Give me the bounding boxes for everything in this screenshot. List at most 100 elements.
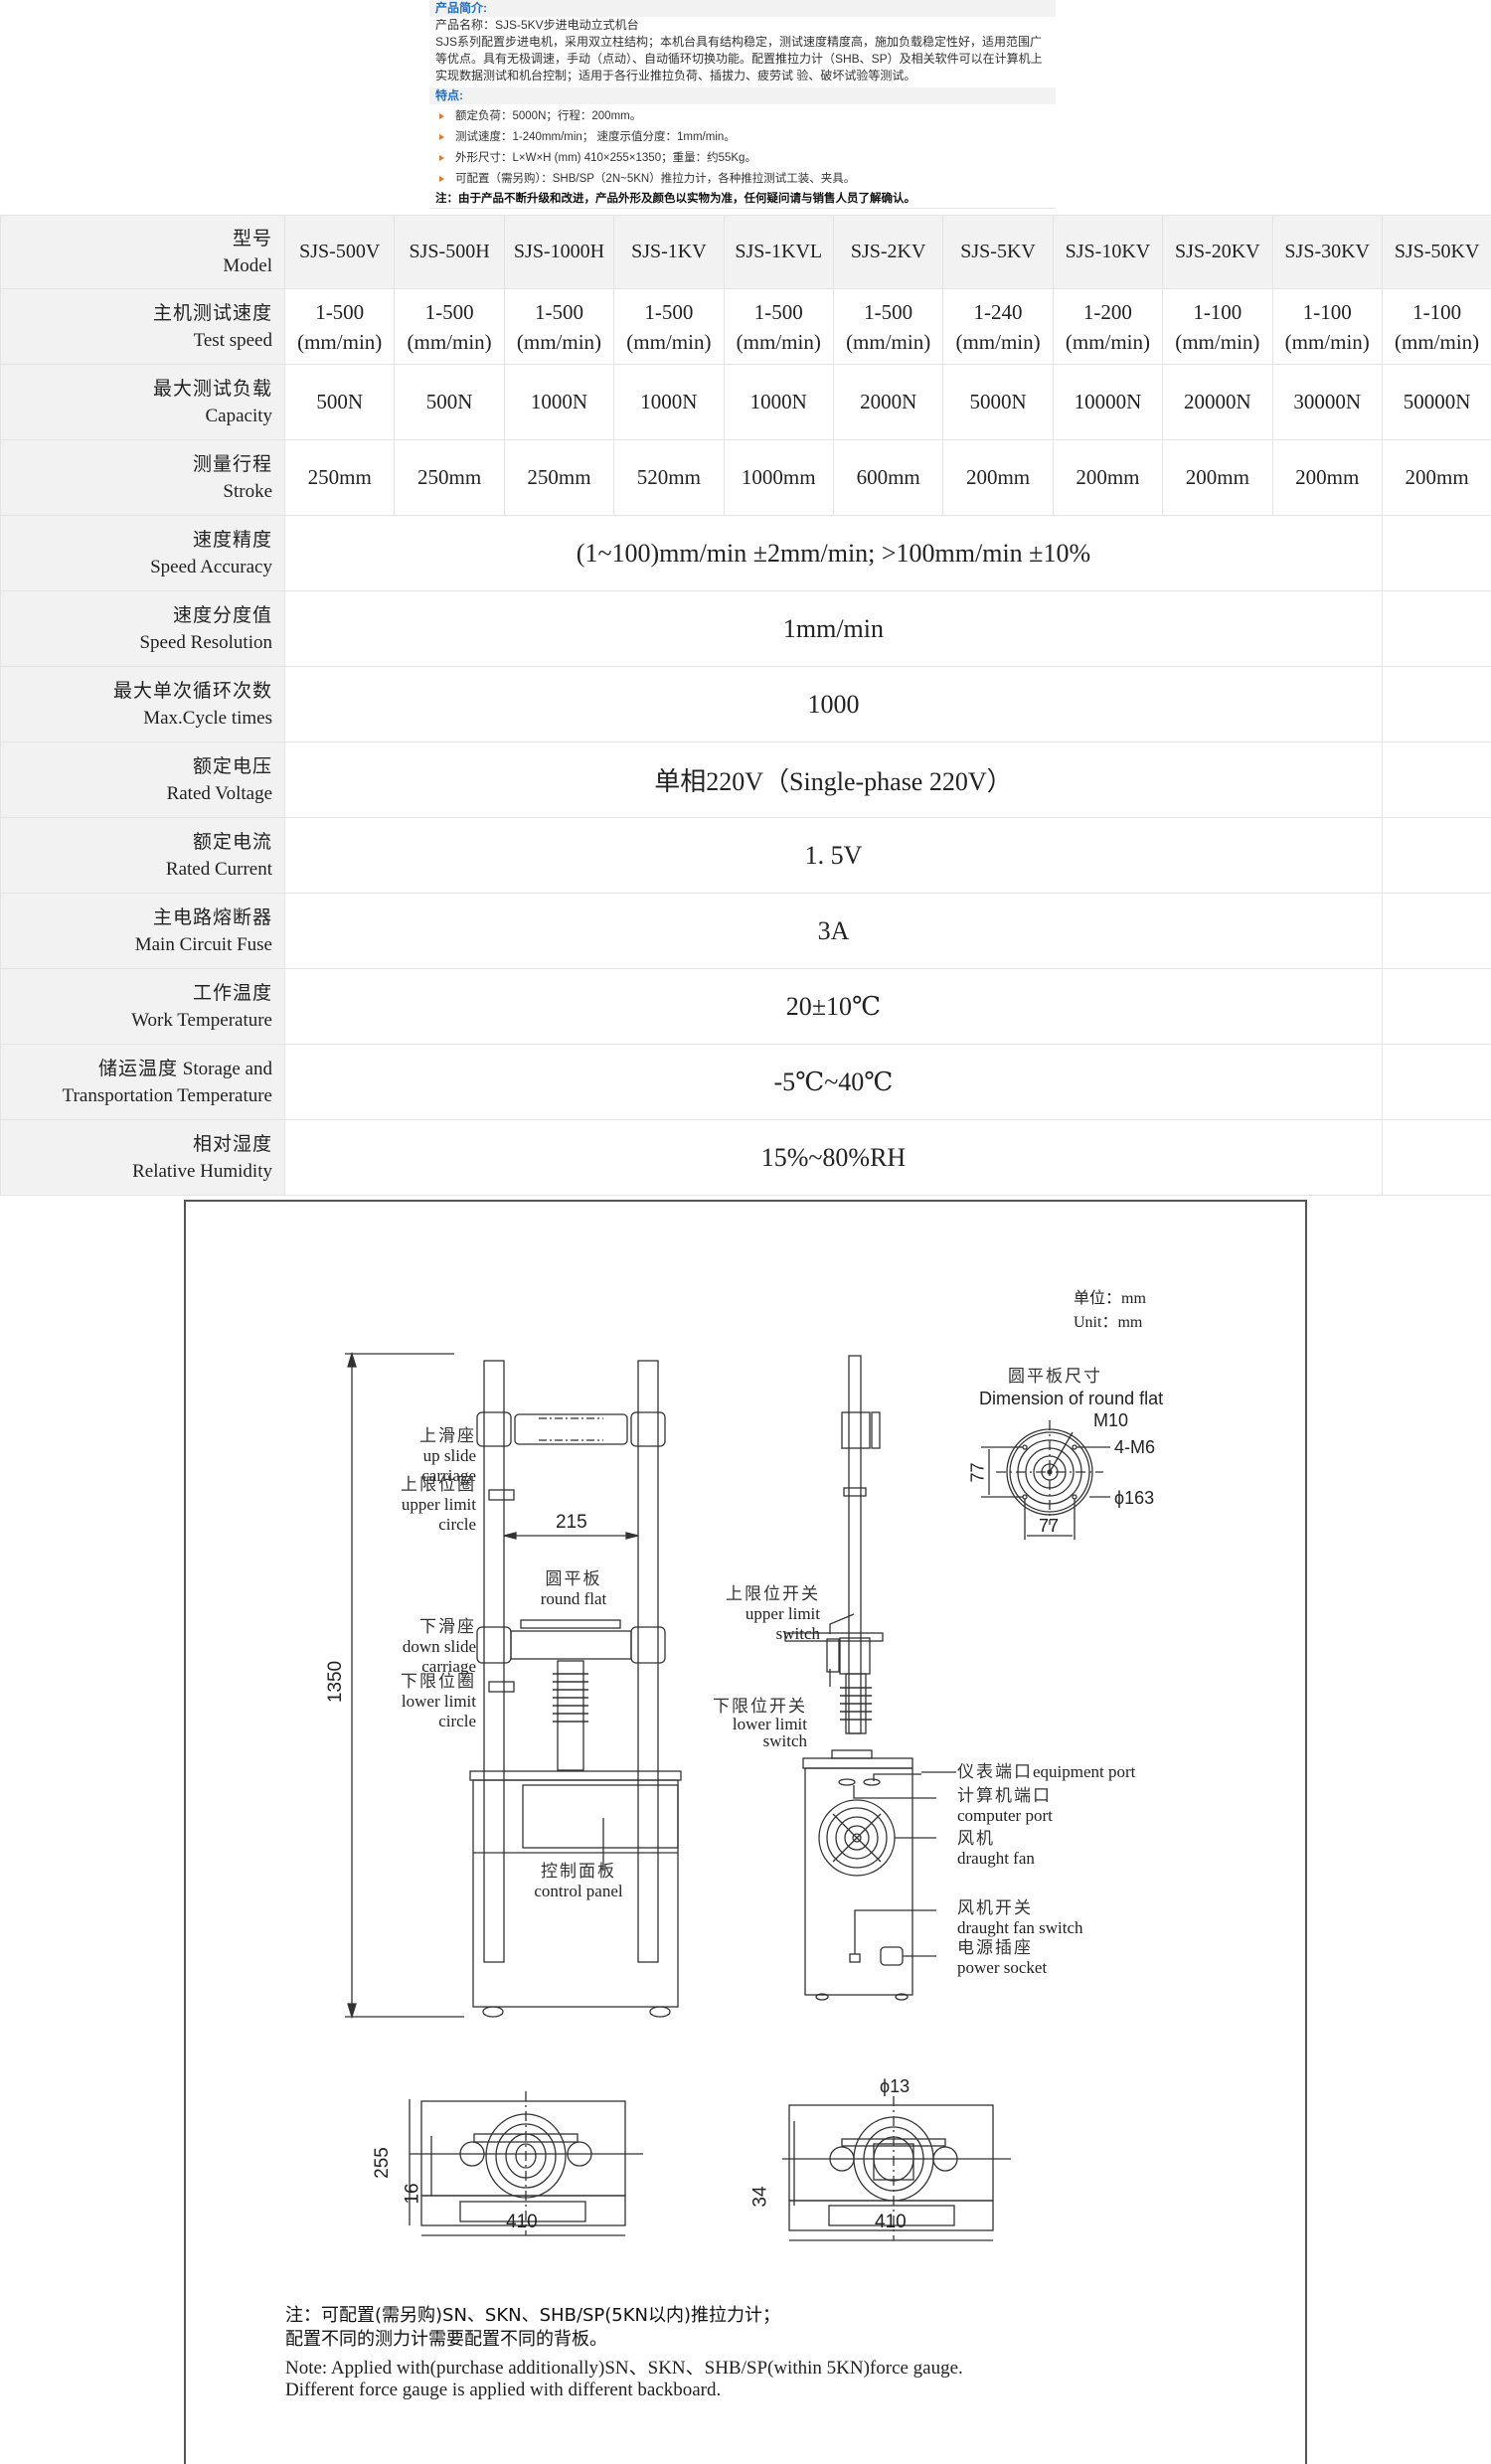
note-en-line-2: Different force gauge is applied with di… <box>285 2380 722 2400</box>
dim-offset-34: 34 <box>749 2186 771 2208</box>
dim-width-410-right: 410 <box>875 2212 907 2232</box>
row-label-en: Work Temperature <box>131 1009 272 1031</box>
stroke-cell: 250mm <box>394 439 505 516</box>
row-label-zh: 测量行程 <box>192 452 272 475</box>
model-cell: SJS-20KV <box>1162 215 1273 289</box>
row-label-en: Rated Current <box>165 858 272 880</box>
model-cell: SJS-10KV <box>1052 215 1164 289</box>
blank-cell <box>1381 1119 1491 1196</box>
stroke-cell: 600mm <box>832 439 944 516</box>
blank-cell <box>1381 893 1491 969</box>
feature-item: 测试速度：1-240mm/min； 速度示值分度：1mm/min。 <box>435 127 1056 148</box>
row-label-en: Stroke <box>223 480 272 502</box>
stroke-cell: 200mm <box>942 439 1054 516</box>
capacity-cell: 500N <box>394 364 505 440</box>
bullet-arrow-icon <box>439 113 444 119</box>
dim-77-horizontal: 77 <box>1039 1516 1060 1536</box>
blank-cell <box>1381 741 1491 818</box>
label-round-flat: 圆平板 round flat <box>540 1569 607 1608</box>
test-speed-cell: 1-500(mm/min) <box>723 288 834 365</box>
stroke-cell: 250mm <box>503 439 615 516</box>
capacity-cell: 30000N <box>1271 364 1383 440</box>
model-cell: SJS-500H <box>394 215 505 289</box>
row-value: 单相220V（Single-phase 220V） <box>284 741 1383 818</box>
feature-item: 可配置（需另购）：SHB/SP（2N~5KN）推拉力计，各种推拉测试工装、夹具。 <box>435 169 1056 190</box>
row-label-zh: 最大单次循环次数 <box>112 679 272 702</box>
dimension-drawing: 单位：mm Unit：mm 圆平板尺寸 Dimension of round f… <box>184 1200 1307 2464</box>
row-value: 20±10℃ <box>284 968 1383 1045</box>
product-description: SJS系列配置步进电机，采用双立柱结构；本机台具有结构稳定，测试速度精度高，施加… <box>435 35 1043 82</box>
row-value: (1~100)mm/min ±2mm/min; >100mm/min ±10% <box>284 515 1383 591</box>
model-cell: SJS-50KV <box>1381 215 1491 289</box>
row-label-zh: 相对湿度 <box>192 1132 272 1155</box>
dim-hole-13: ϕ13 <box>880 2076 911 2096</box>
test-speed-cell: 1-500(mm/min) <box>394 288 505 365</box>
features-heading: 特点: <box>429 87 1056 104</box>
round-flat-detail <box>981 1420 1110 1540</box>
row-label-en: Speed Resolution <box>139 631 272 653</box>
row-label-en: Model <box>223 254 272 276</box>
blank-cell <box>1381 817 1491 894</box>
capacity-cell: 20000N <box>1162 364 1273 440</box>
row-label-en-2: Transportation Temperature <box>62 1084 272 1106</box>
dim-4-m6: 4-M6 <box>1114 1437 1156 1457</box>
stroke-cell: 250mm <box>283 439 396 516</box>
row-label-zh: 速度精度 <box>192 528 272 551</box>
test-speed-cell: 1-100(mm/min) <box>1162 288 1273 365</box>
model-cell: SJS-1000H <box>503 215 615 289</box>
row-value: -5℃~40℃ <box>284 1044 1383 1120</box>
label-equipment-port: 仪表端口equipment port <box>957 1762 1136 1782</box>
dim-height-1350: 1350 <box>325 1660 347 1704</box>
row-value: 1mm/min <box>284 590 1383 667</box>
row-label-zh: 主机测试速度 <box>152 301 272 324</box>
capacity-cell: 1000N <box>613 364 725 440</box>
feature-item: 额定负荷：5000N；行程：200mm。 <box>435 106 1056 127</box>
note-zh-line-1: 注：可配置(需另购)SN、SKN、SHB/SP(5KN以内)推拉力计； <box>285 2305 781 2326</box>
row-value: 1. 5V <box>284 817 1383 894</box>
row-label: 工作温度 Work Temperature <box>0 968 285 1045</box>
label-upper-limit-switch: 上限位开关 upper limit switch <box>726 1584 820 1643</box>
stroke-cell: 520mm <box>613 439 725 516</box>
blank-cell <box>1381 590 1491 667</box>
blank-cell <box>1381 515 1491 591</box>
row-label-zh: 工作温度 <box>192 981 272 1004</box>
row-label: 速度分度值 Speed Resolution <box>0 590 285 667</box>
row-value: 1000 <box>284 666 1383 742</box>
row-label-zh: 主电路熔断器 <box>152 905 272 928</box>
label-draught-fan: 风机 draught fan <box>957 1829 1035 1869</box>
label-upper-limit-circle: 上限位圈 upper limit circle <box>401 1475 476 1534</box>
note-en-line-1: Note: Applied with(purchase additionally… <box>285 2358 963 2379</box>
row-label-zh: 额定电流 <box>192 830 272 853</box>
row-label: 额定电流 Rated Current <box>0 817 285 894</box>
label-up-slide-carriage: 上滑座 up slide carriage <box>419 1426 476 1485</box>
dim-m10: M10 <box>1093 1410 1129 1430</box>
label-draught-fan-switch: 风机开关 draught fan switch <box>957 1898 1083 1938</box>
top-view-right <box>782 2096 1011 2241</box>
product-intro: 产品简介: 产品名称：SJS-5KV步进电动立式机台 SJS系列配置步进电机，采… <box>429 0 1056 209</box>
label-computer-port: 计算机端口 computer port <box>957 1786 1053 1826</box>
test-speed-cell: 1-500(mm/min) <box>613 288 725 365</box>
row-label-en: Storage and <box>182 1058 272 1079</box>
dim-offset-16: 16 <box>402 2183 423 2205</box>
unit-label-zh: 单位：mm <box>1074 1290 1146 1307</box>
dim-77-vertical: 77 <box>967 1462 988 1483</box>
test-speed-cell: 1-240(mm/min) <box>942 288 1054 365</box>
model-cell: SJS-5KV <box>942 215 1054 289</box>
side-view <box>784 1355 956 2001</box>
dim-column-spacing-215: 215 <box>556 1512 587 1533</box>
label-down-slide-carriage: 下滑座 down slide carriage <box>402 1617 476 1676</box>
stroke-cell: 1000mm <box>723 439 834 516</box>
model-cell: SJS-500V <box>283 215 396 289</box>
row-label-zh: 速度分度值 <box>172 603 272 626</box>
table-row-common: 速度分度值 Speed Resolution 1mm/min <box>0 590 1491 667</box>
